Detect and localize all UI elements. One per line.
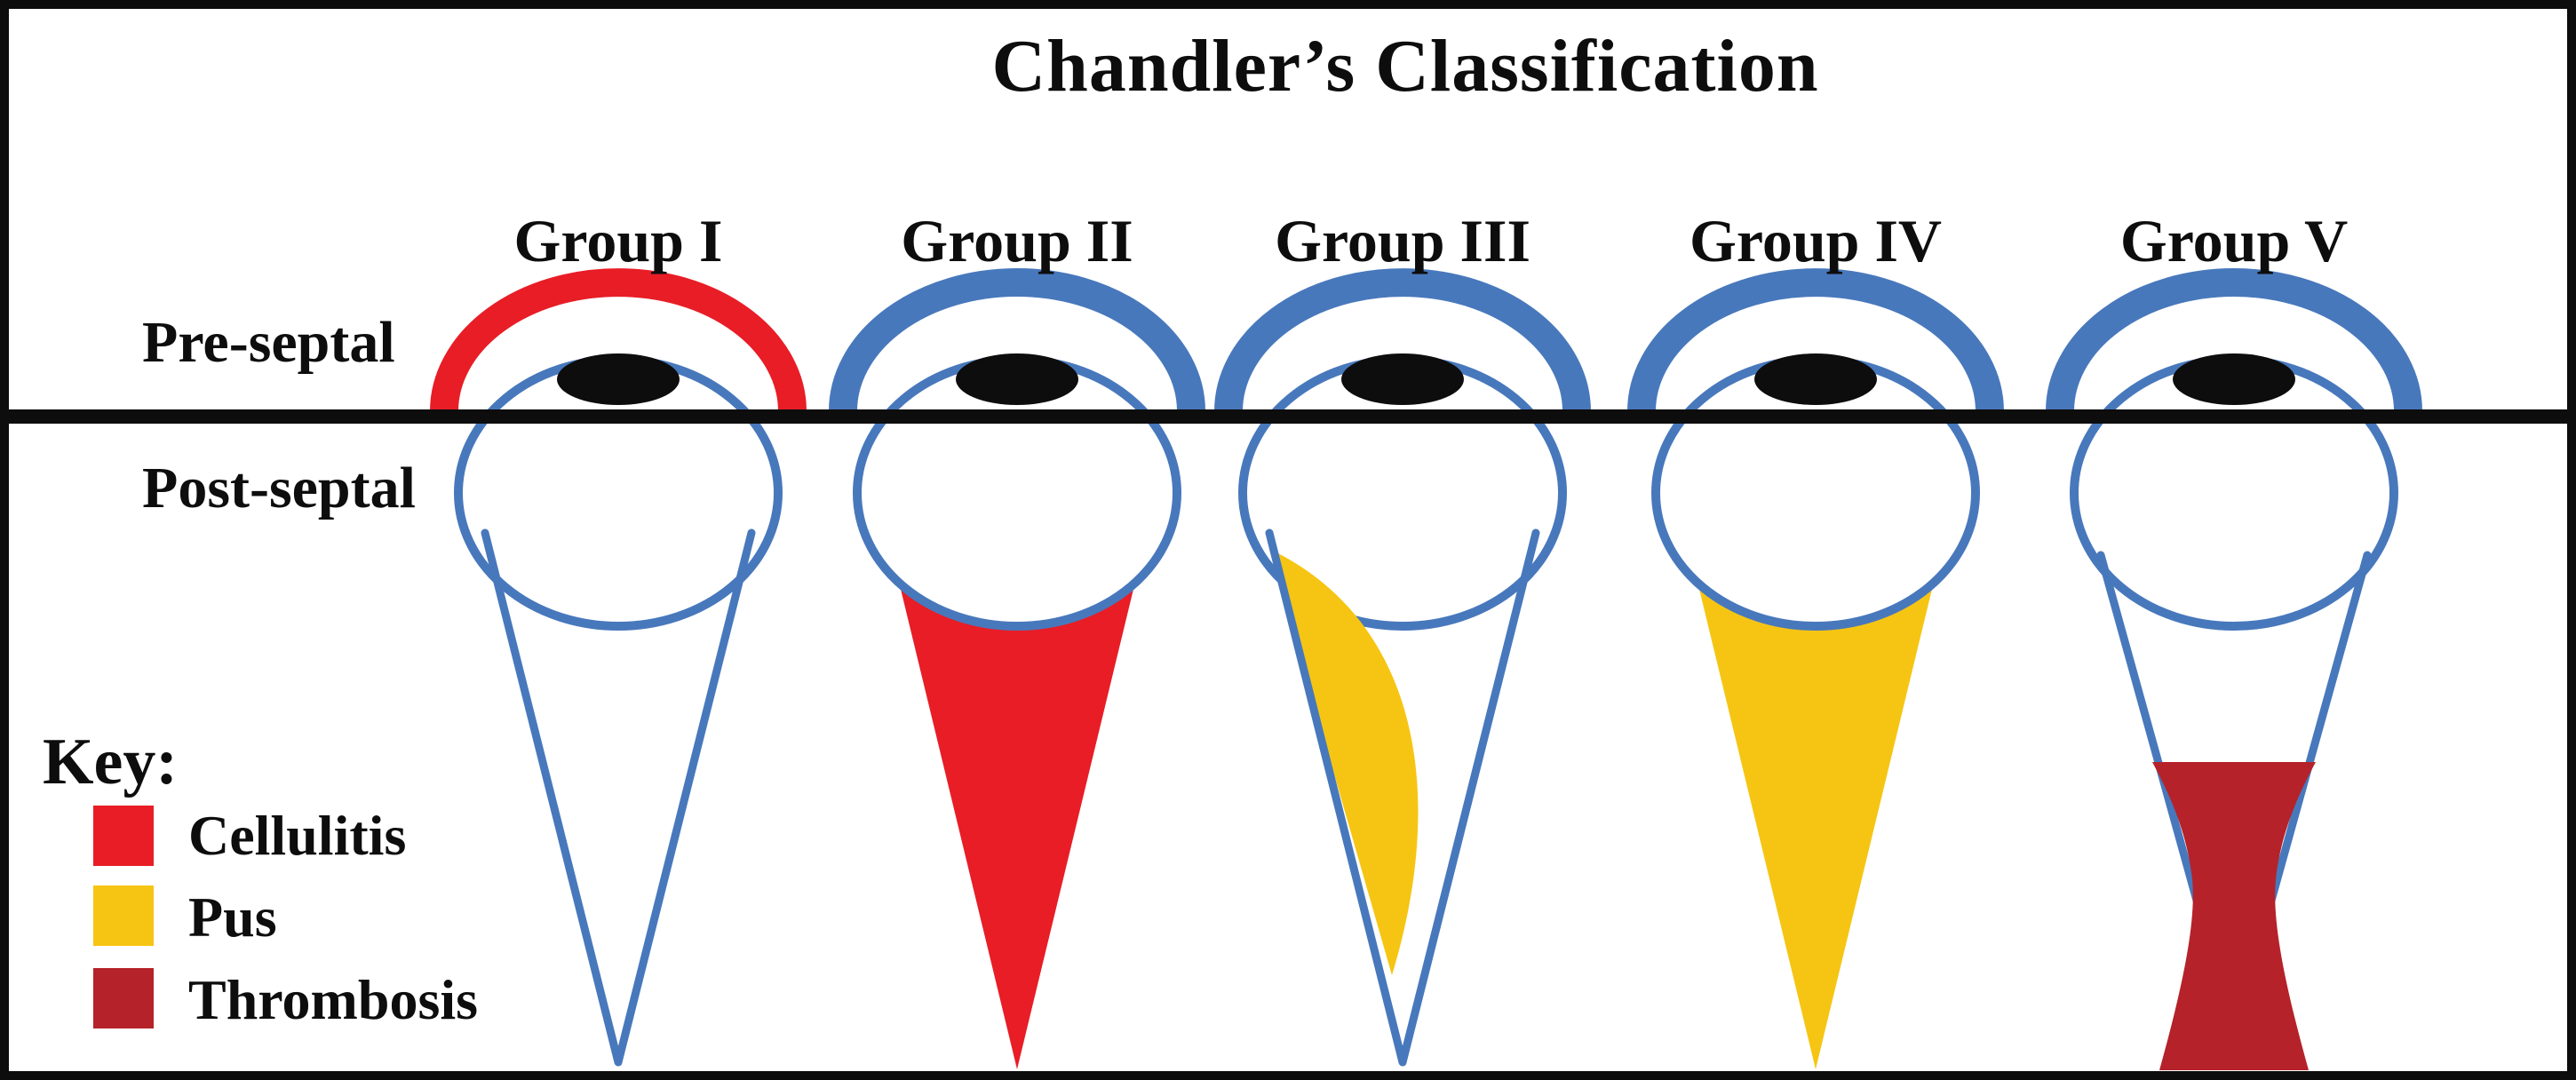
- group-label-4: Group IV: [1689, 207, 1943, 274]
- key-swatch-thrombosis: [93, 968, 154, 1028]
- group-3-eye-diagram: [1214, 268, 1591, 1067]
- group-2-eyelid-arc: [829, 268, 1205, 412]
- key-label-pus: Pus: [188, 885, 277, 949]
- key-swatch-pus: [93, 885, 154, 946]
- group-1-eye-diagram: [430, 268, 807, 1067]
- group-1-eye-pupil: [557, 353, 680, 405]
- group-4-pus-cone-fill: [1682, 520, 1949, 1069]
- key-heading: Key:: [43, 726, 179, 798]
- group-1-orbital-cone: [481, 528, 756, 1067]
- group-label-5: Group V: [2119, 207, 2349, 274]
- key-swatch-cellulitis: [93, 806, 154, 866]
- group-2-eye-pupil: [956, 353, 1078, 405]
- orbital-septum-line: [9, 409, 2567, 424]
- group-2-cellulitis-cone-fill: [884, 520, 1150, 1069]
- group-3-eyelid-arc: [1214, 268, 1591, 412]
- group-5-eyelid-arc: [2046, 268, 2422, 412]
- group-5-thrombosis-hourglass: [2152, 762, 2316, 1070]
- group-3-orbital-cone: [1265, 528, 1540, 1067]
- group-label-1: Group I: [513, 207, 723, 274]
- key-label-cellulitis: Cellulitis: [188, 804, 407, 867]
- group-4-eye-pupil: [1754, 353, 1877, 405]
- group-label-2: Group II: [901, 207, 1133, 274]
- post-septal-label: Post-septal: [142, 456, 416, 520]
- group-label-3: Group III: [1275, 207, 1530, 274]
- group-4-eye-diagram: [1627, 268, 2004, 1069]
- group-3-eye-pupil: [1341, 353, 1464, 405]
- group-5-eye-pupil: [2173, 353, 2295, 405]
- group-1-eyelid-arc-cellulitis: [430, 268, 807, 412]
- diagram-title: Chandler’s Classification: [991, 25, 1819, 107]
- group-5-eye-diagram: [2046, 268, 2422, 1070]
- group-4-eyelid-arc: [1627, 268, 2004, 412]
- group-3-subperiosteal-pus-crescent: [1269, 549, 1419, 975]
- group-2-eye-diagram: [829, 268, 1205, 1069]
- key-label-thrombosis: Thrombosis: [188, 968, 479, 1031]
- pre-septal-label: Pre-septal: [142, 310, 395, 375]
